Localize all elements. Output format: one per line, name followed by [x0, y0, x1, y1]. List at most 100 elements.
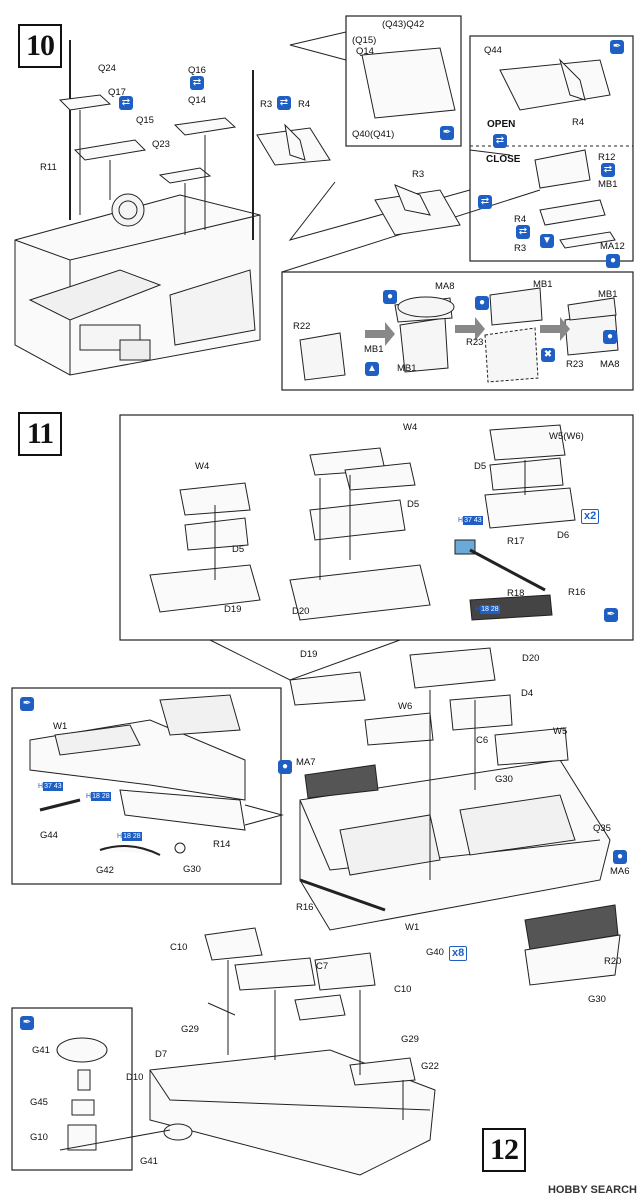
- bend-parts-icon: ⇄: [601, 163, 615, 177]
- step12-inset-frame: [11, 1007, 133, 1171]
- part-label: R3: [260, 99, 273, 110]
- part-label: MA7: [296, 757, 316, 768]
- glue-bottle-icon: ✒: [440, 126, 454, 140]
- adhesive-drop-icon: ●: [613, 850, 627, 864]
- parts-step10: [58, 47, 616, 249]
- part-label: D10: [126, 1072, 144, 1083]
- step-up-icon: ▲: [365, 362, 379, 376]
- glue-bottle-icon: ✒: [610, 40, 624, 54]
- open-label: OPEN: [487, 119, 516, 130]
- part-label: W5(W6): [549, 431, 584, 442]
- part-label: R3: [514, 243, 527, 254]
- bend-parts-icon: ⇄: [119, 96, 133, 110]
- quantity-x2-badge: x2: [581, 509, 600, 524]
- part-label: Q35: [593, 823, 611, 834]
- part-label: W1: [53, 721, 68, 732]
- part-label: MB1: [598, 179, 618, 190]
- part-label: C10: [394, 984, 412, 995]
- part-label: D20: [292, 606, 310, 617]
- fold-part-icon: ▼: [540, 234, 554, 248]
- grille-sequence: [299, 287, 619, 383]
- part-label: Q44: [484, 45, 502, 56]
- part-label: D19: [224, 604, 242, 615]
- part-label: (Q43)Q42: [382, 19, 425, 30]
- part-label: D5: [474, 461, 487, 472]
- step11-subassembly-frame: [119, 414, 634, 641]
- part-label: R18: [507, 588, 525, 599]
- part-label: D20: [522, 653, 540, 664]
- close-label: CLOSE: [486, 154, 521, 165]
- part-label: R16: [296, 902, 314, 913]
- part-label: R20: [604, 956, 622, 967]
- part-label: W4: [195, 461, 210, 472]
- part-label: G30: [495, 774, 513, 785]
- adhesive-drop-icon: ●: [278, 760, 292, 774]
- part-label: W5: [553, 726, 568, 737]
- glue-bottle-icon: ✒: [20, 697, 34, 711]
- hull-deck-step11: [289, 647, 621, 986]
- inset-open-close-frame: [469, 35, 634, 262]
- part-label: MB1: [533, 279, 553, 290]
- inset-grille-frame: [281, 271, 634, 391]
- leader-lines: [79, 110, 526, 1120]
- part-label: Q16: [188, 65, 206, 76]
- part-label: R4: [298, 99, 311, 110]
- part-label: C7: [316, 961, 329, 972]
- glue-bottle-icon: ✒: [20, 1016, 34, 1030]
- part-label: D7: [155, 1049, 168, 1060]
- part-label: D4: [521, 688, 534, 699]
- part-label: R12: [598, 152, 616, 163]
- part-label: D6: [557, 530, 570, 541]
- part-label: (Q15): [352, 35, 377, 46]
- bend-parts-icon: ⇄: [493, 134, 507, 148]
- part-label: MA6: [610, 866, 630, 877]
- part-label: Q14: [188, 95, 206, 106]
- hull-top-step10: [14, 40, 261, 376]
- part-label: R17: [507, 536, 525, 547]
- part-label: G42: [96, 865, 114, 876]
- bend-parts-icon: ⇄: [516, 225, 530, 239]
- bend-parts-icon: ⇄: [277, 96, 291, 110]
- inset-hatch-frame: [345, 15, 462, 147]
- bend-parts-icon: ⇄: [190, 76, 204, 90]
- part-label: MA12: [600, 241, 625, 252]
- part-label: W4: [403, 422, 418, 433]
- part-label: G41: [32, 1045, 50, 1056]
- part-label: R16: [568, 587, 586, 598]
- part-label: R22: [293, 321, 311, 332]
- part-label: G45: [30, 1097, 48, 1108]
- adhesive-drop-icon: ●: [383, 290, 397, 304]
- part-label: G10: [30, 1132, 48, 1143]
- inset-parts-step11: [29, 694, 246, 856]
- adhesive-drop-icon: ●: [603, 330, 617, 344]
- part-label: MB1: [364, 344, 384, 355]
- step-number-11: 11: [18, 412, 62, 456]
- part-label: MB1: [598, 289, 618, 300]
- part-label: Q23: [152, 139, 170, 150]
- part-label: Q40(Q41): [352, 129, 395, 140]
- part-label: R14: [213, 839, 231, 850]
- step-number-12: 12: [482, 1128, 526, 1172]
- part-label: G44: [40, 830, 58, 841]
- bend-parts-icon: ⇄: [478, 195, 492, 209]
- part-label: Q24: [98, 63, 116, 74]
- part-label: Q15: [136, 115, 154, 126]
- glue-bottle-icon: ✒: [604, 608, 618, 622]
- part-label: W1: [405, 922, 420, 933]
- part-label: G30: [588, 994, 606, 1005]
- part-label: D19: [300, 649, 318, 660]
- quantity-x8-badge: x8: [449, 946, 468, 961]
- adhesive-drop-icon: ●: [606, 254, 620, 268]
- part-label: G22: [421, 1061, 439, 1072]
- hatch-subassemblies: [149, 424, 576, 621]
- part-label: R4: [572, 117, 585, 128]
- adhesive-drop-icon: ●: [475, 296, 489, 310]
- part-label: C10: [170, 942, 188, 953]
- part-label: R23: [566, 359, 584, 370]
